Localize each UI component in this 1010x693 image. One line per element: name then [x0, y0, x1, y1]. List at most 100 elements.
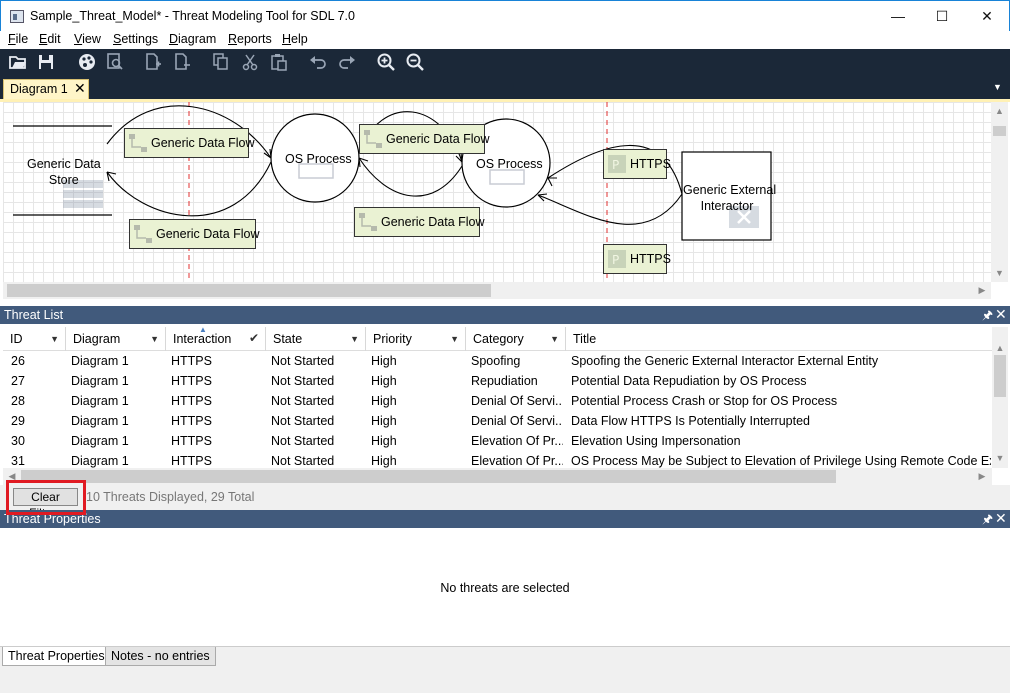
copy-icon[interactable]: [210, 51, 232, 73]
close-icon[interactable]: ✕: [995, 306, 1007, 322]
menu-edit[interactable]: Edit: [39, 32, 61, 46]
flow-curve[interactable]: [106, 105, 272, 159]
tab-diagram-1[interactable]: Diagram 1 ✕: [3, 79, 89, 99]
menu-diagram[interactable]: Diagram: [169, 32, 217, 46]
diagram-canvas[interactable]: Generic Data Store OS Process OS Process…: [3, 102, 991, 282]
cut-icon[interactable]: [239, 51, 261, 73]
clear-filters-button[interactable]: Clear Filters: [13, 488, 78, 520]
close-icon[interactable]: ✕: [995, 510, 1007, 526]
menu-view[interactable]: View: [74, 32, 101, 46]
column-header-state[interactable]: State▼: [266, 327, 366, 351]
flow-label[interactable]: Generic Data Flow: [354, 207, 485, 237]
menu-file[interactable]: File: [8, 32, 29, 46]
filter-dropdown-icon[interactable]: ▼: [550, 334, 559, 344]
menu-settings[interactable]: Settings: [113, 32, 159, 46]
process-icon: [489, 169, 525, 185]
column-header-title[interactable]: Title: [566, 327, 992, 351]
filter-dropdown-icon[interactable]: ▼: [50, 334, 59, 344]
table-row[interactable]: 27 Diagram 1 HTTPS Not Started High Repu…: [3, 371, 992, 391]
filter-dropdown-icon[interactable]: ▼: [350, 334, 359, 344]
scroll-thumb[interactable]: [7, 284, 491, 297]
zoom-out-icon[interactable]: [404, 51, 426, 73]
flow-label[interactable]: P HTTPS: [603, 244, 671, 274]
column-header-diagram[interactable]: Diagram▼: [66, 327, 166, 351]
table-vertical-scrollbar[interactable]: ▲ ▼: [992, 327, 1008, 468]
column-header-id[interactable]: ID ▼: [3, 327, 66, 351]
scroll-thumb[interactable]: [993, 126, 1006, 136]
filter-dropdown-icon[interactable]: ▼: [150, 334, 159, 344]
palette-icon[interactable]: [76, 51, 98, 73]
menu-reports[interactable]: Reports: [228, 32, 272, 46]
cell-interaction: HTTPS: [171, 374, 212, 388]
cell-diagram: Diagram 1: [71, 374, 129, 388]
cell-category: Spoofing: [471, 354, 521, 368]
flow-label[interactable]: Generic Data Flow: [124, 128, 255, 158]
flow-label[interactable]: Generic Data Flow: [359, 124, 490, 154]
column-label: Title: [573, 332, 597, 346]
threat-table-header: ID ▼ Diagram▼ ▲ Interaction✔ State▼ Prior…: [3, 325, 992, 351]
scroll-up-icon[interactable]: ▲: [995, 343, 1005, 353]
pin-icon[interactable]: 🖈: [982, 308, 994, 322]
pin-icon[interactable]: 🖈: [982, 512, 994, 526]
filter-dropdown-icon[interactable]: ▼: [450, 334, 459, 344]
minimize-button[interactable]: —: [875, 1, 921, 31]
table-row[interactable]: 26 Diagram 1 HTTPS Not Started High Spoo…: [3, 351, 992, 371]
scroll-right-icon[interactable]: ▶: [978, 471, 986, 481]
flow-label[interactable]: P HTTPS: [603, 149, 671, 179]
delete-diagram-icon[interactable]: [171, 51, 193, 73]
redo-icon[interactable]: [336, 51, 358, 73]
data-store-label: Generic Data Store: [27, 157, 101, 187]
maximize-button[interactable]: ☐: [919, 1, 965, 31]
tab-underline: [0, 99, 1010, 102]
column-header-priority[interactable]: Priority ▼: [366, 327, 466, 351]
tab-list-dropdown-icon[interactable]: ▼: [993, 82, 1002, 92]
scroll-left-icon[interactable]: ◀: [8, 471, 16, 481]
undo-icon[interactable]: [307, 51, 329, 73]
scroll-thumb[interactable]: [21, 470, 836, 483]
column-label: ID: [10, 332, 23, 346]
window-title: Sample_Threat_Model* - Threat Modeling T…: [30, 9, 355, 23]
close-tab-icon[interactable]: ✕: [74, 80, 86, 96]
table-row[interactable]: 31 Diagram 1 HTTPS Not Started High Elev…: [3, 451, 992, 468]
canvas-vertical-scrollbar[interactable]: ▲ ▼: [991, 102, 1008, 282]
table-row[interactable]: 28 Diagram 1 HTTPS Not Started High Deni…: [3, 391, 992, 411]
scroll-right-icon[interactable]: ▶: [978, 285, 986, 295]
flow-label[interactable]: Generic Data Flow: [129, 219, 260, 249]
new-diagram-icon[interactable]: [142, 51, 164, 73]
save-icon[interactable]: [35, 51, 57, 73]
flow-curve[interactable]: [547, 145, 683, 195]
column-label: Priority: [373, 332, 412, 346]
canvas-horizontal-scrollbar[interactable]: ◀ ▶: [3, 282, 991, 299]
cell-interaction: HTTPS: [171, 454, 212, 468]
table-row[interactable]: 29 Diagram 1 HTTPS Not Started High Deni…: [3, 411, 992, 431]
tab-notes[interactable]: Notes - no entries: [105, 647, 216, 666]
scroll-thumb[interactable]: [994, 355, 1006, 397]
arrowhead: [455, 152, 463, 163]
analysis-icon[interactable]: [104, 51, 126, 73]
scroll-down-icon[interactable]: ▼: [995, 453, 1005, 463]
paste-icon[interactable]: [268, 51, 290, 73]
flow-curve[interactable]: [537, 193, 683, 225]
scroll-down-icon[interactable]: ▼: [995, 268, 1004, 278]
menu-help[interactable]: Help: [282, 32, 308, 46]
column-header-category[interactable]: Category▼: [466, 327, 566, 351]
external-interactor-shape[interactable]: [681, 151, 772, 241]
zoom-in-icon[interactable]: [375, 51, 397, 73]
flow-curve[interactable]: [106, 161, 272, 217]
sort-ascending-icon: ▲: [199, 325, 207, 334]
column-header-interaction[interactable]: ▲ Interaction✔: [166, 325, 266, 351]
table-row[interactable]: 30 Diagram 1 HTTPS Not Started High Elev…: [3, 431, 992, 451]
close-window-button[interactable]: ✕: [964, 1, 1010, 31]
scroll-up-icon[interactable]: ▲: [995, 106, 1004, 116]
tab-threat-properties[interactable]: Threat Properties: [2, 647, 111, 666]
process-icon: [298, 163, 334, 179]
flow-curve[interactable]: [358, 157, 463, 197]
table-horizontal-scrollbar[interactable]: ◀ ▶: [3, 468, 992, 485]
open-icon[interactable]: [7, 51, 29, 73]
close-icon: ✕: [981, 7, 993, 24]
flow-label-text: Generic Data Flow: [386, 132, 490, 146]
threat-properties-header: Threat Properties 🖈 ✕: [0, 510, 1010, 528]
minimize-icon: —: [891, 8, 905, 24]
cell-interaction: HTTPS: [171, 354, 212, 368]
filter-active-check-icon[interactable]: ✔: [248, 331, 259, 345]
